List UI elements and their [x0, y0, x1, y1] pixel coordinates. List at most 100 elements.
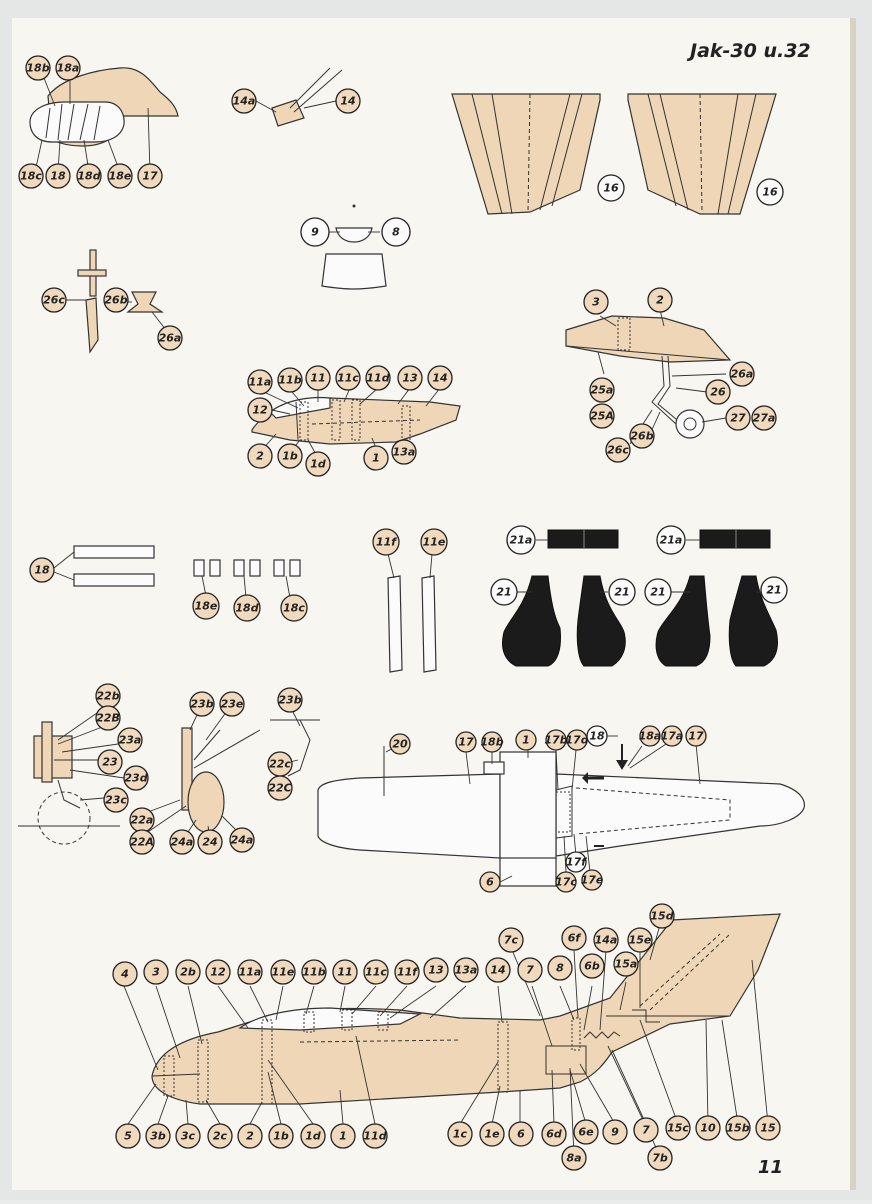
callout-gear-23a: 23a [117, 727, 143, 753]
svg-text:22a: 22a [131, 814, 154, 827]
svg-text:7b: 7b [652, 1152, 668, 1165]
svg-text:18e: 18e [195, 600, 218, 613]
callout-seat-8: 8 [381, 217, 411, 247]
callout-fus-12: 12 [205, 959, 231, 985]
svg-text:15: 15 [760, 1122, 776, 1135]
svg-text:8a: 8a [566, 1152, 581, 1165]
canopy-part [29, 67, 179, 147]
svg-text:17a: 17a [661, 730, 684, 743]
callout-wing-18a: 18a [639, 725, 661, 747]
callout-fus-2: 2 [237, 1123, 263, 1149]
svg-text:6f: 6f [568, 932, 582, 945]
callout-fus-15: 15 [755, 1115, 781, 1141]
svg-text:11b: 11b [302, 966, 325, 979]
svg-text:1: 1 [339, 1130, 347, 1143]
svg-text:21a: 21a [510, 534, 533, 547]
wing-half-right [627, 93, 777, 215]
svg-text:2: 2 [656, 294, 664, 307]
callout-nose-12: 12 [247, 397, 273, 423]
callout-fus-11b: 11b [301, 959, 327, 985]
callout-fus-2c: 2c [207, 1123, 233, 1149]
svg-text:11d: 11d [366, 372, 389, 385]
fuselage-leaders [123, 917, 769, 1157]
svg-text:26b: 26b [630, 430, 653, 443]
svg-text:13: 13 [402, 372, 418, 385]
callout-canopy-18d: 18d [76, 163, 102, 189]
svg-text:14: 14 [490, 964, 505, 977]
callout-fus-15b: 15b [725, 1115, 751, 1141]
callout-fus-7-bottom: 7 [633, 1117, 659, 1143]
sheet-title: Jak-30 u.32 [686, 40, 811, 62]
callout-leg-26b: 26b [629, 423, 655, 449]
callout-canopy-18b: 18b [25, 55, 51, 81]
wing-plan-view [317, 735, 805, 887]
callout-wing-17-right: 17 [685, 725, 707, 747]
callout-fus-11e: 11e [270, 959, 296, 985]
callout-fus-6: 6 [508, 1121, 534, 1147]
svg-text:23c: 23c [105, 794, 127, 807]
svg-text:24a: 24a [231, 834, 254, 847]
svg-text:17d: 17d [565, 734, 588, 747]
svg-text:26a: 26a [731, 368, 754, 381]
callout-axle-26b: 26b [103, 287, 129, 313]
svg-text:18: 18 [50, 170, 66, 183]
svg-text:26b: 26b [104, 294, 127, 307]
svg-text:18e: 18e [109, 170, 132, 183]
svg-text:11c: 11c [365, 966, 387, 979]
callout-gear-24a-1: 24a [169, 829, 195, 855]
svg-text:14a: 14a [595, 934, 618, 947]
callout-nose-2: 2 [247, 443, 273, 469]
callout-fus-5: 5 [115, 1123, 141, 1149]
svg-text:23b: 23b [278, 694, 301, 707]
svg-text:2c: 2c [213, 1130, 228, 1143]
callout-gear-22c: 22c [267, 751, 293, 777]
callout-fus-6f: 6f [561, 925, 587, 951]
callout-fus-11d: 11d [362, 1123, 388, 1149]
callout-pitot-14a: 14a [231, 88, 257, 114]
axle-parts [66, 249, 167, 354]
svg-text:6d: 6d [546, 1128, 562, 1141]
callout-axle-26c: 26c [41, 287, 67, 313]
svg-text:18d: 18d [235, 602, 258, 615]
callout-fus-13: 13 [423, 957, 449, 983]
svg-text:11: 11 [310, 372, 325, 385]
svg-text:21: 21 [766, 584, 781, 597]
callout-gear-22b: 22b [95, 683, 121, 709]
callout-gear-22C: 22C [267, 775, 293, 801]
callout-wing-18: 18 [586, 725, 608, 747]
svg-text:9: 9 [311, 226, 319, 239]
svg-text:3c: 3c [181, 1130, 196, 1143]
callout-nose-13a: 13a [391, 439, 417, 465]
svg-text:17b: 17b [544, 734, 567, 747]
svg-text:18c: 18c [20, 170, 42, 183]
svg-text:11a: 11a [249, 376, 272, 389]
callout-fus-10: 10 [695, 1115, 721, 1141]
callout-nose-1: 1 [363, 445, 389, 471]
callout-wing-17e: 17e [581, 869, 604, 891]
callout-canopy-18: 18 [45, 163, 71, 189]
callout-nose-11: 11 [305, 365, 331, 391]
callout-fus-3b: 3b [145, 1123, 171, 1149]
callout-fus-11: 11 [332, 959, 358, 985]
svg-text:13a: 13a [393, 446, 416, 459]
callout-fus-1d: 1d [300, 1123, 326, 1149]
svg-text:7: 7 [642, 1124, 650, 1137]
svg-text:18b: 18b [26, 62, 49, 75]
callout-gear-22B: 22B [95, 705, 121, 731]
callout-leg-26: 26 [705, 379, 731, 405]
callout-well-21a-2: 21a [656, 525, 686, 555]
svg-text:22B: 22B [96, 712, 120, 725]
svg-text:11a: 11a [239, 966, 262, 979]
svg-text:18: 18 [34, 564, 50, 577]
callout-nose-11b: 11b [277, 367, 303, 393]
callout-wing-17a: 17a [661, 725, 684, 747]
callout-wing-17c: 17c [555, 871, 577, 893]
callout-gear-24: 24 [197, 829, 223, 855]
callout-nose-13: 13 [397, 365, 423, 391]
callout-door-21-3: 21 [644, 578, 672, 606]
svg-text:13: 13 [428, 964, 444, 977]
callout-gear-23b-2: 23b [277, 687, 303, 713]
frame-tabs-18 [193, 559, 301, 599]
svg-text:23a: 23a [119, 734, 142, 747]
callout-fus-1c: 1c [447, 1121, 473, 1147]
